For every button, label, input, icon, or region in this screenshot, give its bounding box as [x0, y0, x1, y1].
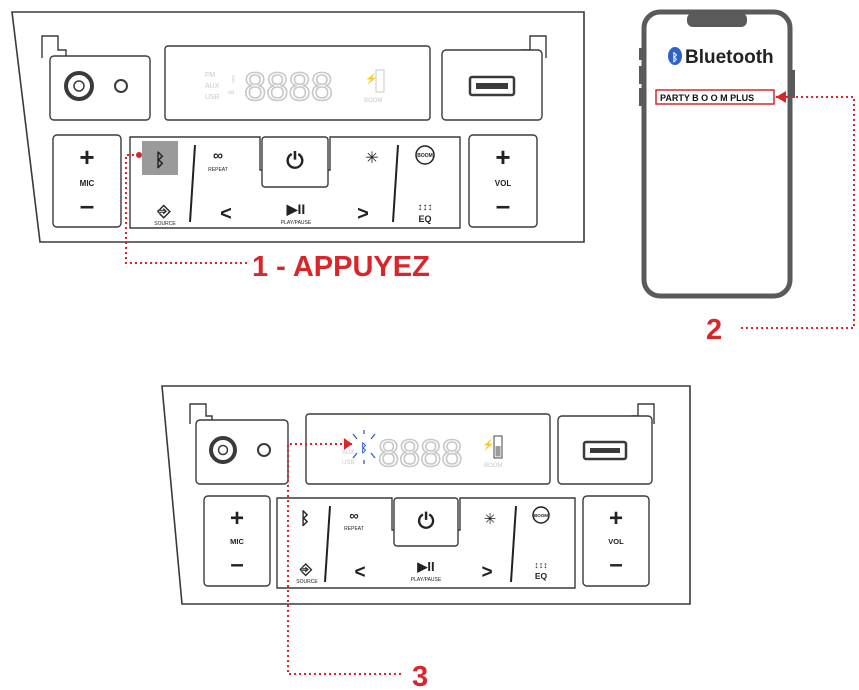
vol-button-group[interactable] [582, 495, 650, 587]
boom-icon[interactable] [415, 145, 435, 165]
display-bt-icon: ᛒ [231, 74, 236, 84]
boom-label: BOOM [417, 153, 433, 159]
svg-text:ᛒ: ᛒ [360, 441, 367, 455]
step3-label: 3 [412, 661, 428, 690]
mic-minus-icon[interactable]: – [80, 190, 94, 220]
display-boom-label: BOOM [484, 463, 502, 469]
eq-label: EQ [418, 214, 431, 224]
display-boom-label: BOOM [364, 98, 382, 104]
step1-label: 1 - APPUYEZ [252, 251, 430, 283]
repeat-label: REPEAT [344, 526, 364, 532]
repeat-label: REPEAT [208, 167, 228, 173]
light-icon[interactable]: ✳ [484, 511, 497, 528]
source-icon[interactable]: ⎆ [299, 561, 313, 578]
step2-connector [738, 96, 855, 329]
led-display [305, 413, 551, 485]
prev-icon[interactable]: < [354, 562, 365, 583]
display-digits: 8888 [378, 433, 463, 475]
mic-label: MIC [80, 179, 95, 188]
prev-icon[interactable]: < [220, 203, 232, 225]
mic-plus-icon[interactable]: + [230, 505, 244, 532]
step1-connector [125, 154, 248, 264]
play-pause-label: PLAY/PAUSE [411, 577, 442, 583]
aux-jack-icon [257, 443, 271, 457]
led-display [164, 45, 431, 121]
eq-label: EQ [535, 571, 548, 581]
display-fm-label: FM [205, 72, 215, 79]
display-charge-icon: ⚡ [482, 438, 494, 451]
display-aux-label: AUX [342, 450, 354, 456]
repeat-icon[interactable]: ∞ [349, 508, 358, 523]
aux-jack-icon [114, 79, 128, 93]
display-bt-blinking-icon: ᛒ [352, 430, 376, 464]
play-pause-icon[interactable]: ▶II [416, 559, 434, 574]
phone-notch [687, 13, 747, 27]
mic-plus-icon[interactable]: + [79, 142, 94, 172]
next-icon[interactable]: > [481, 562, 492, 583]
bluetooth-title: Bluetooth [685, 47, 774, 68]
vol-plus-icon[interactable]: + [609, 505, 623, 532]
display-usb-label: USB [342, 460, 354, 466]
device-name-highlight[interactable] [655, 89, 775, 105]
boom-icon[interactable] [532, 506, 550, 524]
bluetooth-icon: ᛒ [155, 150, 166, 170]
mic-minus-icon[interactable]: – [230, 551, 243, 578]
vol-label: VOL [608, 537, 624, 546]
display-aux-label: AUX [205, 83, 220, 90]
display-usb-label: USB [205, 94, 220, 101]
vol-plus-icon[interactable]: + [495, 142, 510, 172]
vol-minus-icon[interactable]: – [609, 551, 622, 578]
display-digits: 8888 [244, 65, 333, 109]
source-label: SOURCE [154, 221, 176, 227]
power-button[interactable] [393, 497, 459, 547]
source-icon[interactable]: ⎆ [157, 203, 172, 220]
control-panel-bottom: FM AUX USB ᛒ 8888 ⚡ BOOM + MIC – ⏻ ᛒ ∞ R… [161, 385, 691, 605]
bluetooth-logo-icon [668, 47, 682, 65]
svg-text:ᛒ: ᛒ [672, 52, 679, 64]
play-pause-icon[interactable]: ▶II [286, 201, 306, 217]
mic-label: MIC [230, 537, 244, 546]
boom-label: BOOM [534, 513, 548, 518]
eq-icon[interactable]: ↕↕↕ [418, 202, 433, 213]
eq-icon[interactable]: ↕↕↕ [534, 560, 548, 570]
mic-button-group[interactable] [52, 134, 122, 228]
display-battery-icon [375, 69, 385, 93]
power-button[interactable] [261, 136, 329, 188]
phone-frame [641, 9, 793, 299]
step3-connector [287, 443, 404, 675]
play-pause-label: PLAY/PAUSE [281, 220, 312, 226]
next-icon[interactable]: > [357, 203, 369, 225]
step2-label: 2 [706, 314, 722, 346]
light-icon[interactable]: ✳ [365, 150, 378, 167]
source-label: SOURCE [296, 579, 318, 585]
mic-button-group[interactable] [203, 495, 271, 587]
display-battery-icon [493, 435, 503, 459]
display-charge-icon: ⚡ [365, 72, 377, 85]
power-icon: ⏻ [286, 148, 304, 173]
vol-button-group[interactable] [468, 134, 538, 228]
repeat-icon[interactable]: ∞ [213, 147, 223, 163]
vol-minus-icon[interactable]: – [496, 190, 510, 220]
vol-label: VOL [495, 179, 512, 188]
control-panel-top: FM AUX USB ᛒ ∞ 8888 ⚡ BOOM + MIC – ⏻ ᛒ ∞… [11, 11, 585, 243]
bluetooth-button[interactable]: ᛒ [300, 509, 310, 528]
power-icon: ⏻ [418, 510, 435, 533]
bluetooth-button-highlight[interactable] [142, 141, 178, 175]
phone: ᛒ Bluetooth PARTY B O O M PLUS [639, 9, 795, 299]
display-link-icon: ∞ [228, 87, 234, 97]
device-name[interactable]: PARTY B O O M PLUS [660, 93, 754, 103]
